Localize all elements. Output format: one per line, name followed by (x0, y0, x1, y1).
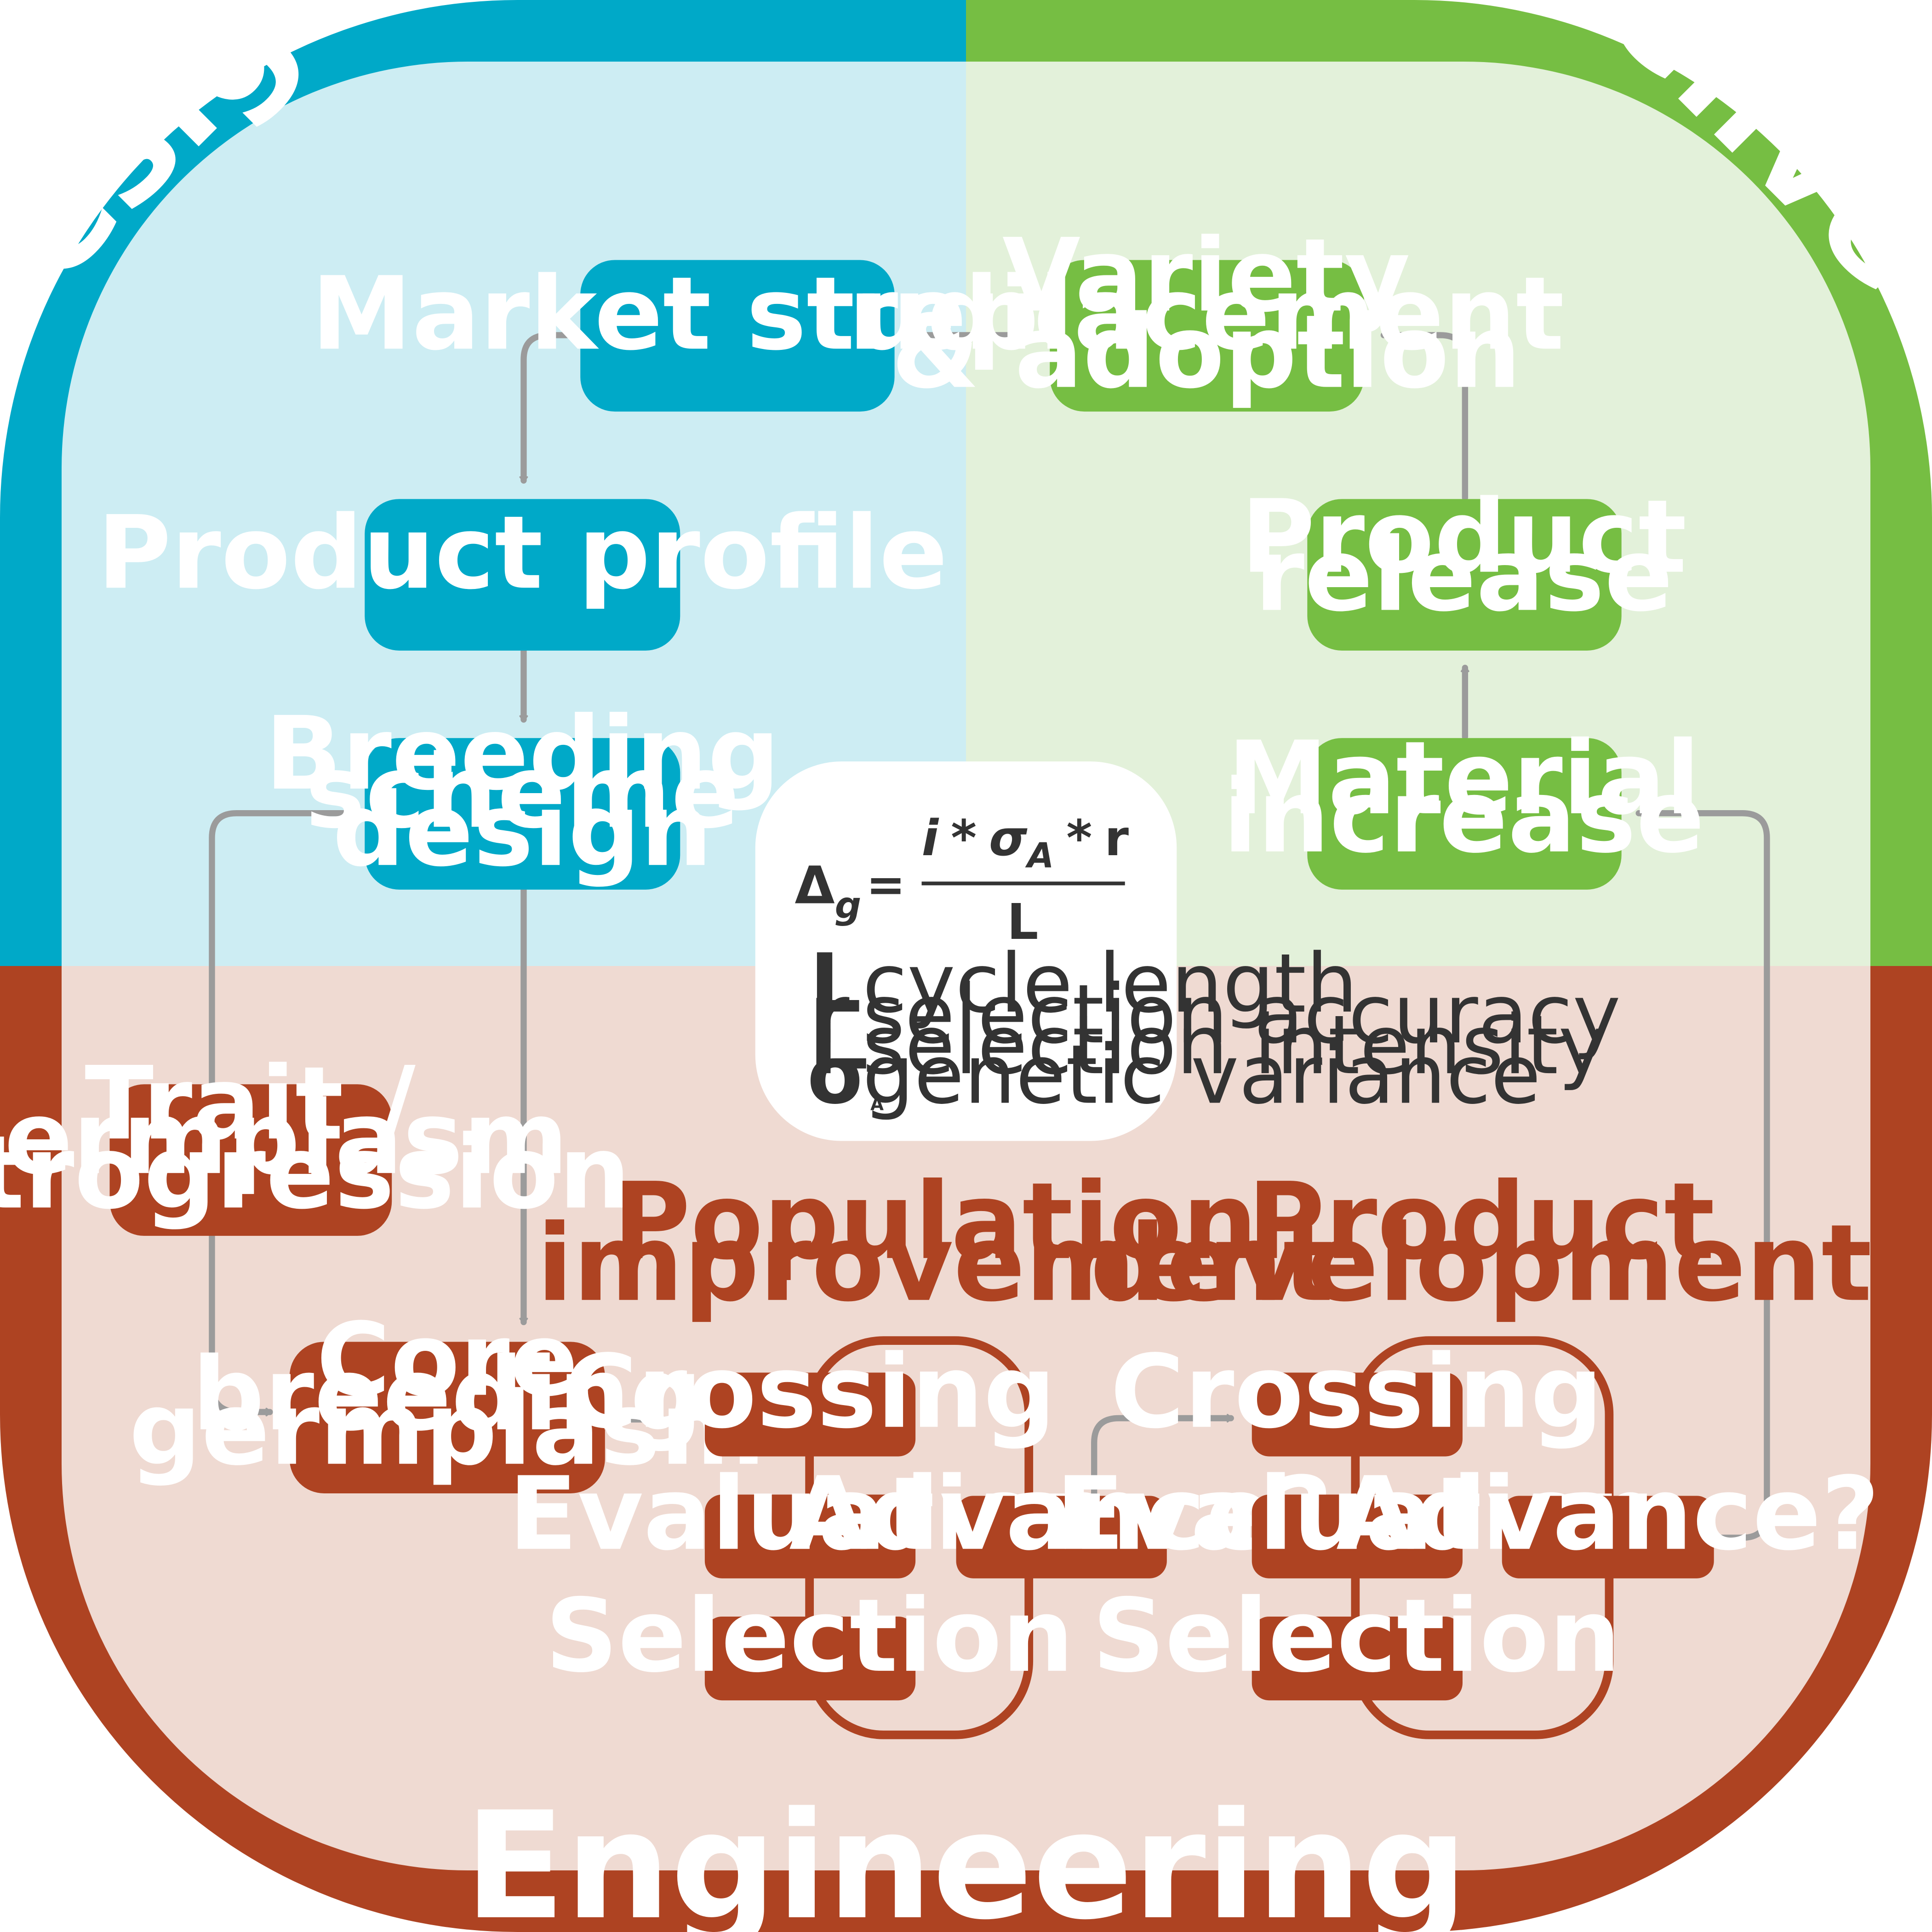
population-crossing-label: Crossing (563, 1333, 1056, 1451)
core-line3: germplasm (129, 1370, 766, 1488)
trait-line3: introgression (0, 1114, 631, 1231)
trait-introgression-box: Trait / germplasm introgression (0, 1045, 631, 1236)
population-advance-box: Advance? (789, 1455, 1332, 1578)
product-title-line2: development (1090, 1202, 1872, 1325)
material-increase-box: Material increase (1223, 720, 1705, 890)
legend-symbol-L: L (810, 936, 862, 1031)
legend-symbol-sigma: σA (807, 1027, 884, 1122)
core-germplasm-box: Core breeding germplasm (129, 1301, 766, 1493)
formula-equals: = (866, 857, 905, 912)
market-studies-label: Market studies (311, 255, 1162, 372)
product-crossing-box: Crossing (1110, 1333, 1603, 1457)
population-title-line2: improvement (537, 1202, 1333, 1325)
legend-symbol-r: r (810, 967, 850, 1062)
product-release-line2: release (1255, 516, 1673, 634)
material-increase-line2: increase (1223, 758, 1705, 875)
product-crossing-label: Crossing (1110, 1333, 1603, 1451)
product-selection-label: Selection (1092, 1577, 1621, 1695)
product-title-line1: Product (1247, 1160, 1715, 1283)
trait-line2: germplasm (0, 1079, 568, 1197)
breeding-scheme-line3: design (332, 771, 712, 889)
population-advance-label: Advance? (789, 1455, 1332, 1573)
population-selection-label: Selection (545, 1577, 1074, 1695)
gray-arrows (209, 331, 1770, 1541)
breeding-scheme-box: Breeding scheme design (265, 695, 780, 890)
core-line1: Core (316, 1301, 578, 1419)
variety-replacement-box: Variety replacement & adoption (848, 217, 1564, 412)
legend-desc-i: selection intensity (863, 998, 1606, 1092)
variety-line3: & adoption (892, 293, 1521, 411)
product-profile-label: Product profile (97, 494, 948, 612)
product-selection-box: Selection (1092, 1577, 1621, 1701)
legend-symbol-i: i (810, 998, 838, 1092)
breeding-scheme-line2: scheme (305, 733, 740, 851)
engineering-label: Engineering (464, 1780, 1468, 1932)
formula-legend: L cycle length r selection accuracy i se… (807, 936, 1621, 1122)
formula-delta: Δg (795, 855, 862, 926)
population-improvement-cycle: Population improvement Crossing Evaluati… (509, 1160, 1334, 1739)
market-studies-box: Market studies (311, 255, 1162, 412)
arrow-scheme-to-core-via-trait (209, 810, 368, 1417)
product-release-line1: Product (1241, 478, 1686, 595)
variety-line2: replacement (848, 255, 1564, 372)
core-line2: breeding (192, 1336, 703, 1453)
breeding-scheme-line1: Breeding (265, 695, 780, 812)
legend-desc-sigma: genetic variance (863, 1027, 1541, 1122)
formula-denominator: L (1007, 894, 1038, 951)
legend-desc-L: cycle length (863, 936, 1358, 1031)
population-selection-box: Selection (545, 1577, 1074, 1701)
arrow-advance-to-product-crossing (1091, 1414, 1234, 1498)
trait-line1: Trait / (85, 1045, 416, 1162)
product-release-box: Product release (1241, 478, 1686, 651)
arrow-advance-to-material (1635, 809, 1770, 1541)
formula-card: Δg = i*σA*r L L cycle length r selection… (755, 761, 1621, 1141)
variety-line1: Variety (1002, 217, 1410, 334)
material-increase-line1: Material (1228, 720, 1700, 837)
arrow-market-to-profile (519, 332, 585, 484)
population-crossing-box: Crossing (563, 1333, 1056, 1457)
product-development-cycle: Product development Crossing Evaluation … (1056, 1160, 1880, 1739)
arrow-release-to-variety (1380, 331, 1469, 501)
product-advance-box: Advance? (1336, 1455, 1880, 1578)
formula-numerator: i*σA*r (922, 810, 1129, 876)
population-title-line1: Population (613, 1160, 1258, 1283)
product-profile-box: Product profile (97, 494, 948, 651)
legend-desc-r: selection accuracy (863, 967, 1621, 1062)
product-advance-label: Advance? (1336, 1455, 1880, 1573)
